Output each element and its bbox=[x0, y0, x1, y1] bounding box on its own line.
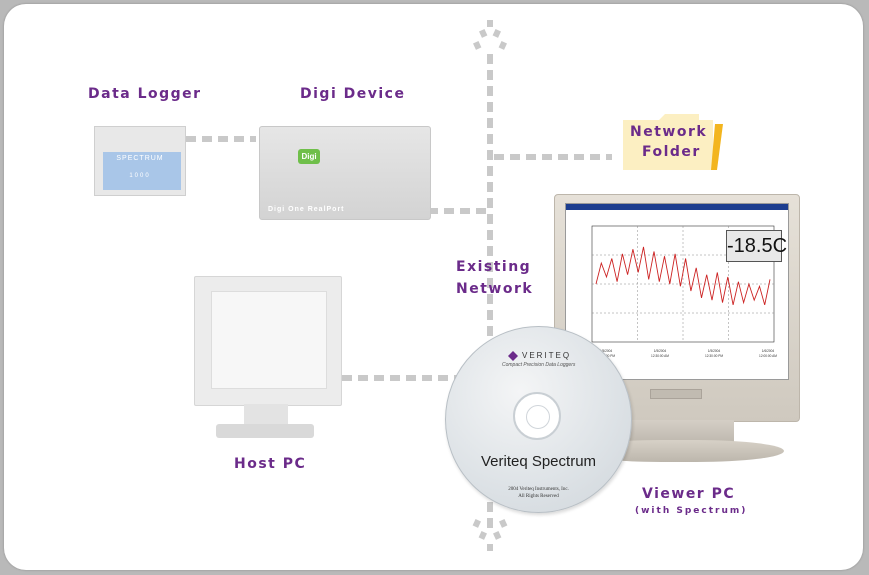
diagram-frame: Data Logger SPECTRUM 1000 Digi Device Di… bbox=[4, 4, 863, 570]
chart-x-tick-label: 1/6/2004 bbox=[762, 349, 775, 353]
cd-copyright-line2: All Rights Reserved bbox=[518, 494, 559, 499]
logger-number: 1000 bbox=[129, 173, 151, 179]
chart-x-tick-label: 1/5/2004 bbox=[600, 349, 613, 353]
host-pc-stand bbox=[244, 404, 288, 426]
cd-tagline: Compact Precision Data Loggers bbox=[502, 362, 576, 368]
viewer-pc-label: Viewer PC bbox=[642, 486, 736, 502]
data-logger-label: Data Logger bbox=[88, 86, 202, 102]
app-title-bar bbox=[566, 204, 788, 210]
existing-network-label-line2: Network bbox=[456, 281, 534, 297]
host-pc-screen bbox=[211, 291, 327, 389]
veriteq-spectrum-cd: VERITEQ Compact Precision Data Loggers V… bbox=[445, 326, 632, 513]
host-pc-label: Host PC bbox=[234, 456, 307, 472]
existing-network-label-line1: Existing bbox=[456, 259, 532, 275]
viewer-pc-sublabel: (with Spectrum) bbox=[635, 506, 748, 516]
cd-inner-ring bbox=[526, 405, 550, 429]
host-pc-base bbox=[216, 424, 314, 438]
chart-x-tick-label: 12:00:00 AM bbox=[759, 354, 777, 358]
folder-icon bbox=[623, 114, 723, 170]
connector-logger-to-digi bbox=[186, 136, 256, 142]
digi-device-label: Digi Device bbox=[300, 86, 406, 102]
chart-x-tick-label: 1/5/2004 bbox=[708, 349, 721, 353]
cd-title: Veriteq Spectrum bbox=[480, 453, 597, 470]
chart-x-tick-label: 12:30:00 AM bbox=[651, 354, 669, 358]
viewer-pc-stand bbox=[614, 420, 734, 442]
network-folder-label-line2: Folder bbox=[642, 144, 701, 160]
connector-host-to-network bbox=[342, 375, 487, 381]
host-pc-monitor bbox=[194, 276, 342, 406]
chart-series-line bbox=[595, 246, 771, 306]
arrow-up-icon bbox=[473, 20, 507, 50]
cd-brand: VERITEQ bbox=[522, 351, 572, 360]
temperature-readout: -18.5C bbox=[726, 230, 787, 262]
chart-x-tick-label: 12:30:00 PM bbox=[705, 354, 723, 358]
connector-network-to-folder bbox=[494, 154, 612, 160]
data-logger-device: SPECTRUM 1000 bbox=[94, 126, 186, 196]
digi-device: Digi Digi One RealPort bbox=[259, 126, 431, 220]
arrow-down-icon bbox=[472, 519, 508, 551]
connector-digi-to-network bbox=[428, 208, 488, 214]
digi-model-text: Digi One RealPort bbox=[268, 206, 345, 213]
network-folder-label-line1: Network bbox=[630, 124, 708, 140]
veriteq-logo-icon bbox=[508, 351, 518, 361]
chart-x-tick-label: 1/5/2004 bbox=[654, 349, 667, 353]
monitor-control-buttons bbox=[650, 389, 702, 399]
existing-network-backbone bbox=[487, 54, 493, 529]
logger-panel bbox=[103, 152, 181, 190]
digi-logo: Digi bbox=[298, 149, 320, 164]
logger-brand: SPECTRUM bbox=[116, 155, 164, 162]
cd-copyright-line1: 2004 Veriteq Instruments, Inc. bbox=[508, 487, 569, 492]
